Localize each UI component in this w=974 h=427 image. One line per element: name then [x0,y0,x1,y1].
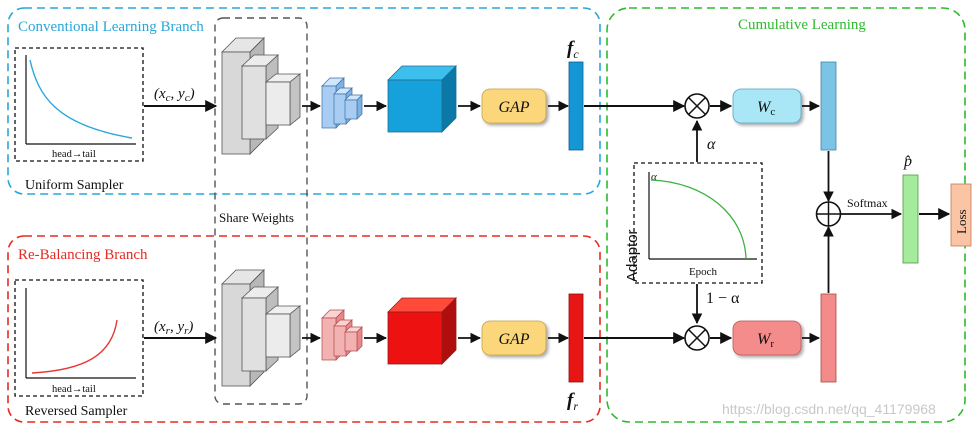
one-minus-alpha-label: 1 − α [706,290,740,307]
adaptor-label: Adaptor [624,229,641,282]
share-weights-label: Share Weights [219,210,294,225]
reversed-sampler-curve [31,319,118,374]
softmax-label: Softmax [847,196,888,210]
logit-vector-top [820,61,837,151]
feature-vector-fr [568,293,584,383]
classifier-wr-box [732,320,802,356]
uniform-sampler-caption: Uniform Sampler [25,178,124,193]
conventional-residual-block [321,77,363,129]
adaptor-x-axis-label: Epoch [689,266,718,278]
input-label-bottom: (xr, yr) [154,319,193,337]
multiply-node-bottom [684,325,710,351]
rebalancing-branch-box [7,235,601,423]
uniform-sampler-curve [29,59,133,139]
watermark: https://blog.csdn.net/qq_41179968 [722,401,936,417]
logit-vector-bottom [820,293,837,383]
rebalancing-residual-block [321,309,363,361]
share-weights-label-bg [216,206,306,228]
uniform-sampler-box [14,47,144,162]
loss-label: Loss [954,209,969,234]
uniform-sampler-axis-label: head→tail [52,149,96,160]
cumulative-learning-title: Cumulative Learning [738,17,866,33]
prediction-label: p̂ [903,153,912,170]
rebalancing-branch-title: Re-Balancing Branch [18,247,148,263]
conventional-branch-box [7,7,601,195]
gap-box-top [481,88,547,124]
conventional-branch-title: Conventional Learning Branch [18,19,204,35]
loss-box [950,183,972,247]
adaptor-box [633,162,763,284]
backbone-bottom [221,269,302,387]
feature-vector-fr-label: fr [567,390,578,413]
sum-node [815,201,842,227]
input-label-top: (xc, yc) [154,86,195,104]
backbone-top [221,37,302,155]
adaptor-curve [650,179,747,260]
share-weights-box [214,17,308,405]
gap-box-bottom [481,320,547,356]
adaptor-alpha-axis: α [651,171,657,183]
multiply-node-top [684,93,710,119]
classifier-wr-label: Wr [757,331,774,350]
reversed-sampler-box [14,279,144,397]
gap-label-bottom: GAP [498,331,529,348]
prediction-vector [902,174,919,264]
feature-cube-bottom [387,297,457,365]
feature-vector-fc [568,61,584,151]
reversed-sampler-axis-label: head→tail [52,384,96,395]
classifier-wc-box [732,88,802,124]
feature-cube-top [387,65,457,133]
gap-label-top: GAP [498,99,529,116]
reversed-sampler-caption: Reversed Sampler [25,404,128,419]
alpha-label: α [707,136,716,153]
feature-vector-fc-label: fc [567,38,579,61]
